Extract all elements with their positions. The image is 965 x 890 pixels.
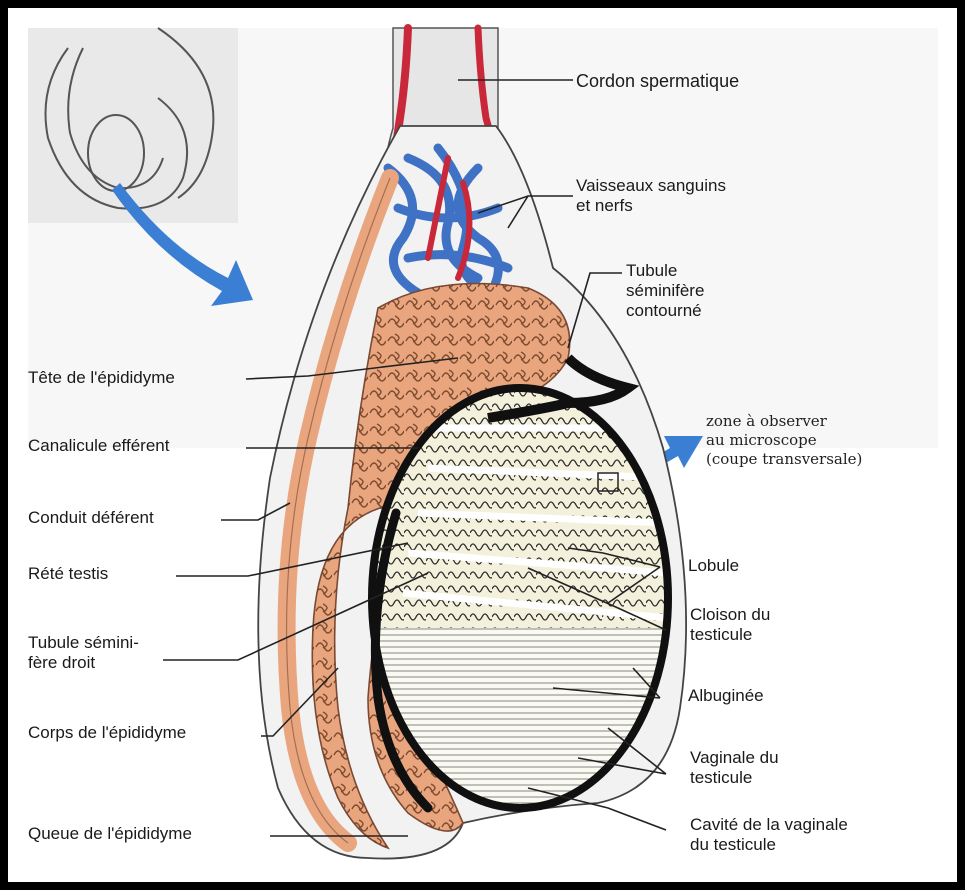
labels: Cordon spermatique [576,71,739,91]
label-tubule-droit: Tubule sémini- fère droit [28,633,139,673]
label-cavite: Cavité de la vaginale du testicule [690,815,848,855]
diagram-frame: Cordon spermatique Vaisseaux sanguins et… [7,7,958,883]
label-albuginee: Albuginée [688,686,764,706]
label-corps-epididyme: Corps de l'épididyme [28,723,186,743]
label-cordon: Cordon spermatique [576,71,739,91]
label-canalicule-efferent: Canalicule efférent [28,436,169,456]
label-cloison: Cloison du testicule [690,605,770,645]
label-lobule: Lobule [688,556,739,576]
inset-scrotum-sketch [28,28,238,223]
label-tete-epididyme: Tête de l'épididyme [28,368,175,388]
label-conduit-deferent: Conduit déférent [28,508,154,528]
label-rete-testis: Rété testis [28,564,108,584]
label-vaisseaux: Vaisseaux sanguins et nerfs [576,176,726,216]
label-tubule-contourne: Tubule séminifère contourné [626,261,704,321]
label-vaginale: Vaginale du testicule [690,748,779,788]
label-zone-microscope: zone à observer au microscope (coupe tra… [706,412,862,469]
label-queue-epididyme: Queue de l'épididyme [28,824,192,844]
